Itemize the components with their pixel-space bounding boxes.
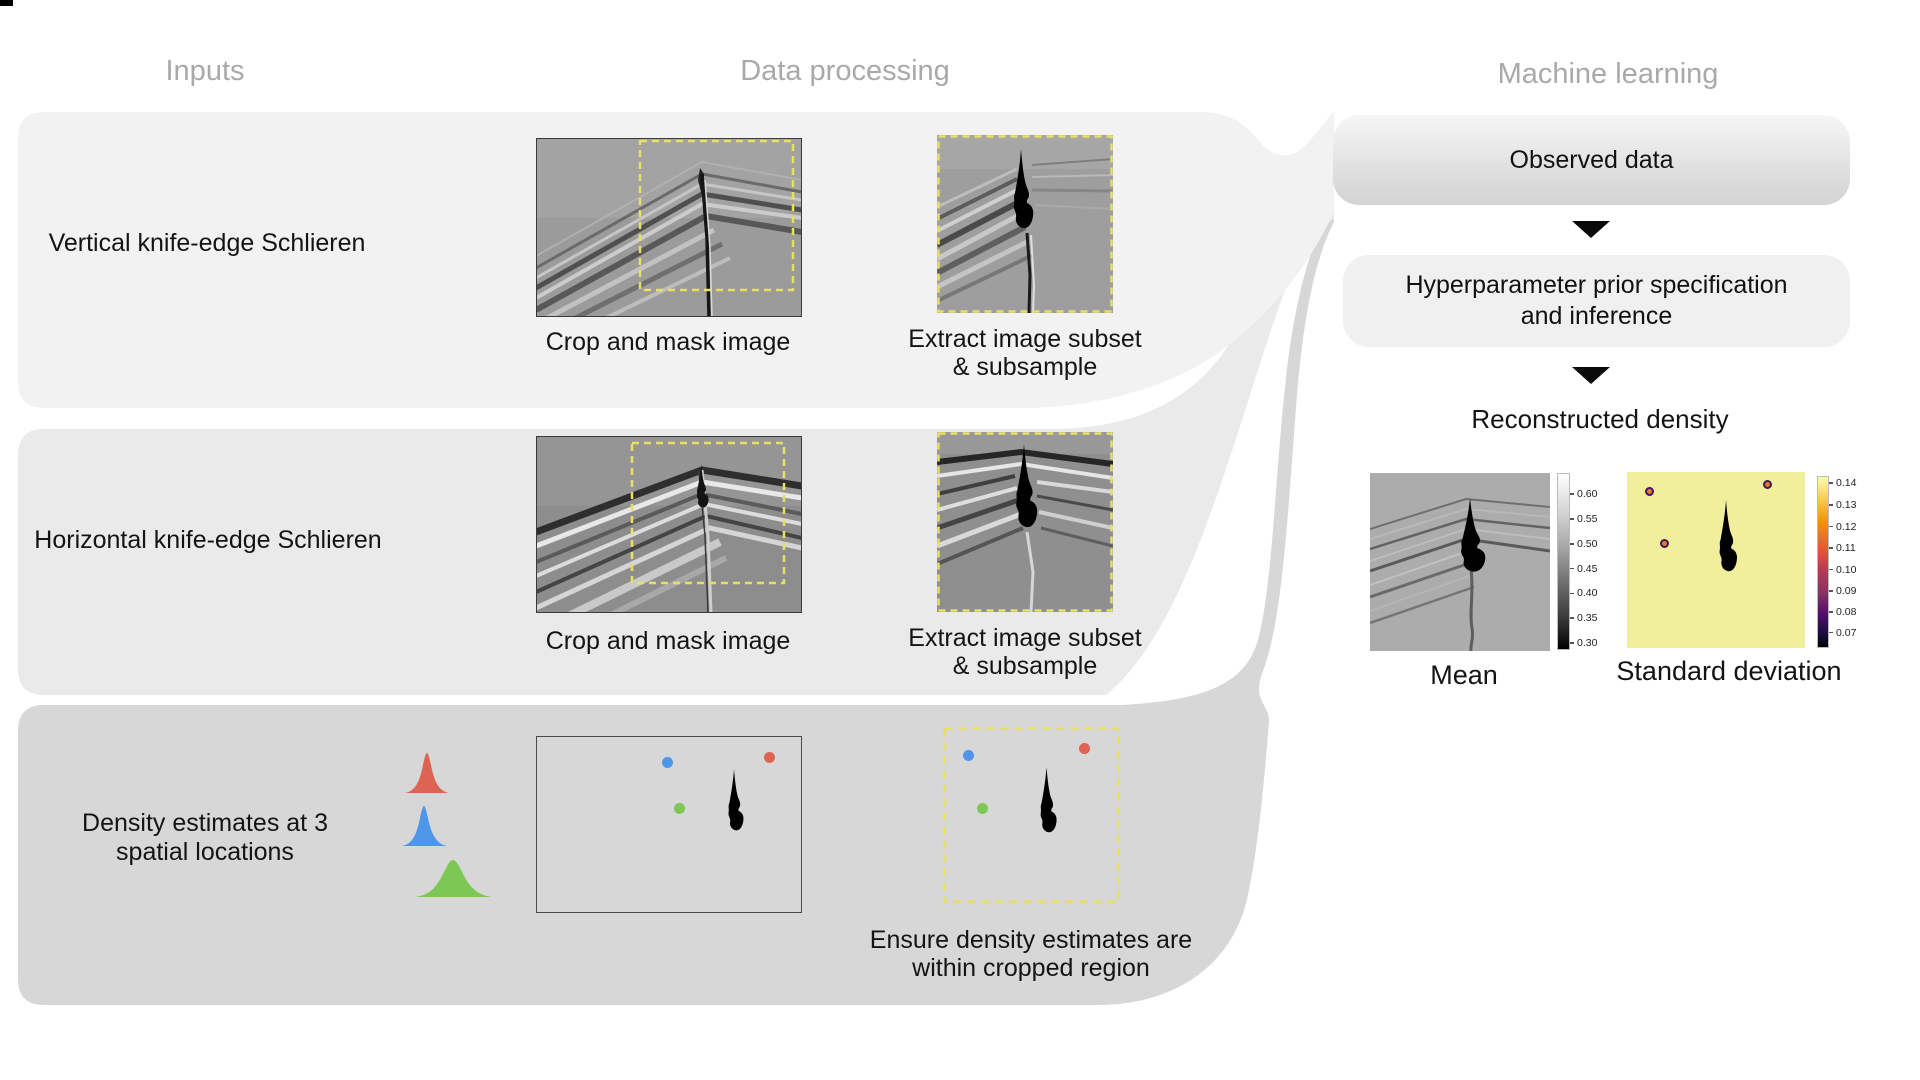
row1-extract-caption-line2: & subsample <box>952 353 1098 381</box>
density-distribution-curves <box>402 753 492 897</box>
mean-colorbar-tick: 0.50 <box>1570 538 1597 550</box>
mean-colorbar-tick: 0.35 <box>1570 612 1597 624</box>
std-anomaly-dot <box>1645 487 1654 496</box>
model-silhouette <box>728 769 744 831</box>
observed-data-box: Observed data <box>1333 115 1850 205</box>
row2-extract-caption-line1: Extract image subset <box>908 624 1142 652</box>
row3-caption-line1: Ensure density estimates are <box>869 926 1193 954</box>
green-location-dot <box>674 803 685 814</box>
std-anomaly-dot <box>1763 480 1772 489</box>
blue-location-dot <box>662 757 673 768</box>
hyperparameter-box: Hyperparameter prior specification and i… <box>1343 255 1850 347</box>
observed-data-label: Observed data <box>1509 145 1674 174</box>
mean-colorbar-gradient <box>1557 473 1570 650</box>
std-colorbar-tick: 0.07 <box>1829 627 1856 639</box>
row3-location-box <box>536 736 802 913</box>
blue-location-dot <box>963 750 974 761</box>
crop-region-outline <box>630 441 786 585</box>
std-colorbar-tick: 0.11 <box>1829 542 1856 554</box>
std-colorbar: 0.14 0.13 0.12 0.11 0.10 0.09 0.08 0.07 <box>1817 476 1856 648</box>
corner-mark <box>0 0 13 6</box>
down-arrow-icon <box>1572 221 1610 238</box>
row2-subset-image <box>937 432 1113 612</box>
std-colorbar-tick: 0.13 <box>1829 499 1856 511</box>
mean-colorbar-tick: 0.45 <box>1570 563 1597 575</box>
blue-distribution <box>402 806 447 846</box>
model-silhouette <box>1719 500 1738 572</box>
row3-label-line2: spatial locations <box>116 838 294 866</box>
std-colorbar-tick: 0.09 <box>1829 585 1856 597</box>
row1-label: Vertical knife-edge Schlieren <box>48 229 366 257</box>
row1-schlieren-image <box>536 138 802 317</box>
row1-subset-image <box>937 135 1113 313</box>
green-distribution <box>415 860 492 897</box>
std-reconstruction-image <box>1627 472 1805 648</box>
row1-crop-caption: Crop and mask image <box>545 328 791 356</box>
row2-extract-caption-line2: & subsample <box>952 652 1098 680</box>
header-machine-learning: Machine learning <box>1497 58 1719 90</box>
mean-colorbar-tick: 0.40 <box>1570 587 1597 599</box>
hyperparameter-label-line2: and inference <box>1520 302 1673 330</box>
std-colorbar-tick: 0.10 <box>1829 564 1856 576</box>
row2-schlieren-image <box>536 436 802 613</box>
red-distribution <box>405 753 449 793</box>
row2-label: Horizontal knife-edge Schlieren <box>34 526 382 554</box>
mean-colorbar-tick: 0.55 <box>1570 513 1597 525</box>
mean-colorbar-tick: 0.30 <box>1570 637 1597 649</box>
std-colorbar-tick: 0.12 <box>1829 521 1856 533</box>
green-location-dot <box>977 803 988 814</box>
std-label: Standard deviation <box>1616 656 1842 686</box>
row1-extract-caption-line1: Extract image subset <box>908 325 1142 353</box>
crop-region-outline <box>638 139 795 292</box>
down-arrow-icon <box>1572 367 1610 384</box>
model-silhouette <box>1040 767 1057 833</box>
red-location-dot <box>1079 743 1090 754</box>
row3-label-line1: Density estimates at 3 <box>82 809 328 837</box>
row3-cropped-region-box <box>943 727 1120 903</box>
std-colorbar-gradient <box>1817 476 1829 648</box>
mean-colorbar: 0.60 0.55 0.50 0.45 0.40 0.35 0.30 <box>1557 473 1597 650</box>
header-inputs: Inputs <box>165 55 245 87</box>
std-colorbar-tick: 0.14 <box>1829 477 1856 489</box>
panel-row3 <box>18 205 1334 1005</box>
reconstructed-density-label: Reconstructed density <box>1471 404 1729 434</box>
hyperparameter-label-line1: Hyperparameter prior specification <box>1405 271 1788 299</box>
std-colorbar-tick: 0.08 <box>1829 606 1856 618</box>
mean-label: Mean <box>1430 660 1498 690</box>
mean-colorbar-tick: 0.60 <box>1570 488 1597 500</box>
mean-reconstruction-image <box>1370 473 1550 651</box>
header-data-processing: Data processing <box>740 55 950 87</box>
red-location-dot <box>764 752 775 763</box>
row2-crop-caption: Crop and mask image <box>545 627 791 655</box>
row3-caption-line2: within cropped region <box>912 954 1150 982</box>
std-anomaly-dot <box>1660 539 1669 548</box>
